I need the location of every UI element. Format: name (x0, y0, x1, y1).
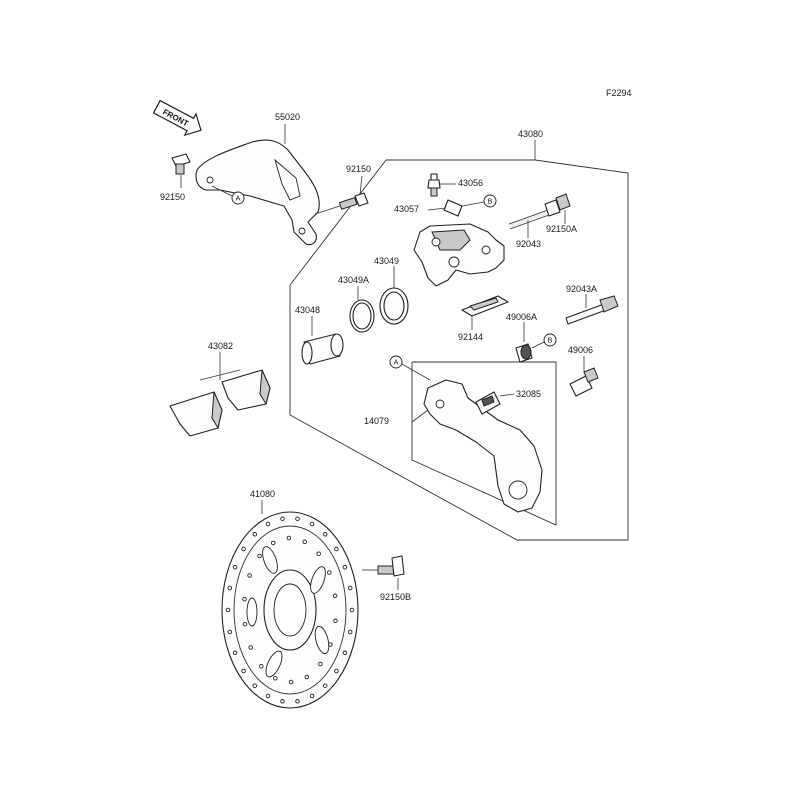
disc-drill-hole (334, 546, 339, 552)
pad-set-part (169, 352, 271, 437)
front-arrow-icon: FRONT (152, 99, 202, 137)
disc-drill-hole (332, 593, 338, 599)
disc-drill-hole (280, 699, 285, 704)
disc-drill-hole (248, 645, 253, 650)
label-41080: 41080 (250, 489, 275, 499)
disc-drill-hole (318, 661, 323, 667)
disc-drill-hole (334, 668, 339, 674)
disc-drill-hole (304, 674, 310, 680)
label-43080: 43080 (518, 129, 543, 139)
disc-drill-hole (265, 521, 271, 527)
disc-drill-hole (347, 629, 353, 635)
label-43049A: 43049A (338, 275, 369, 285)
disc-drill-hole (309, 521, 315, 527)
disc-drill-hole (273, 675, 278, 681)
disc-drill-hole (257, 553, 262, 559)
label-49006A: 49006A (506, 312, 537, 322)
disc-drill-hole (295, 516, 300, 521)
disc-drill-hole (295, 699, 300, 704)
disc-drill-hole (225, 607, 231, 613)
disc-drill-hole (241, 546, 246, 552)
label-92043A: 92043A (566, 284, 597, 294)
label-92144: 92144 (458, 332, 483, 342)
bolt-bracket-part (314, 175, 369, 215)
ref-b-side (543, 333, 557, 347)
disc-drill-hole (252, 532, 258, 537)
bracket-guard-part (195, 124, 320, 246)
disc-drill-hole (328, 642, 333, 647)
bleed-cap-part (427, 199, 463, 217)
caliper-body-part (413, 223, 505, 287)
disc-drill-hole (286, 535, 292, 541)
disc-drill-holes (225, 516, 355, 704)
label-43048: 43048 (295, 305, 320, 315)
disc-drill-hole (342, 564, 348, 570)
disc-drill-hole (342, 650, 348, 656)
boot-part (569, 356, 599, 397)
disc-drill-hole (316, 551, 321, 556)
disc-drill-hole (259, 664, 264, 669)
holder-subframe (411, 361, 557, 526)
ref-b-side-label: B (548, 338, 553, 345)
label-43057: 43057 (394, 204, 419, 214)
label-92150A: 92150A (546, 224, 577, 234)
disc-drill-hole (247, 573, 252, 578)
ref-a-bracket (231, 191, 245, 205)
disc-drill-hole (232, 650, 238, 656)
seal-outer-part (349, 286, 375, 333)
disc-drill-hole (347, 585, 353, 591)
ref-b-top-label: B (488, 199, 493, 206)
brake-disc-part (221, 500, 359, 709)
disc-drill-hole (333, 618, 338, 624)
label-43056: 43056 (458, 178, 483, 188)
disc-drill-hole (252, 683, 258, 688)
label-14079: 14079 (364, 416, 389, 426)
disc-bolt-part (362, 555, 405, 590)
label-92150-bracket: 92150 (346, 164, 371, 174)
disc-drill-hole (232, 564, 238, 570)
seal-inner-part (379, 266, 409, 325)
label-92043: 92043 (516, 239, 541, 249)
spring-clip-part (475, 391, 515, 415)
disc-drill-hole (227, 585, 233, 591)
disc-drill-hole (349, 607, 355, 613)
boot-a-part (515, 322, 533, 363)
disc-drill-hole (322, 532, 328, 537)
ref-a-bracket-label: A (236, 196, 241, 203)
label-55020: 55020 (275, 112, 300, 122)
label-92150B: 92150B (380, 592, 411, 602)
disc-drill-hole (227, 629, 233, 635)
disc-drill-hole (288, 679, 294, 685)
label-43049: 43049 (374, 256, 399, 266)
disc-drill-hole (280, 516, 285, 521)
bleed-valve-part (427, 173, 456, 197)
pin-a-part (565, 294, 619, 325)
caliper-assembly-frame (289, 140, 629, 541)
ref-b-top (483, 194, 497, 208)
label-43082: 43082 (208, 341, 233, 351)
piston-part (301, 316, 344, 365)
ref-a-holder (389, 355, 403, 369)
holder-part (411, 379, 543, 513)
disc-drill-hole (322, 683, 328, 688)
diagram-code: F2294 (606, 88, 632, 98)
pad-spring-part (461, 295, 509, 330)
disc-drill-hole (242, 621, 248, 627)
disc-drill-hole (241, 668, 246, 674)
label-32085: 32085 (516, 389, 541, 399)
ref-a-holder-label: A (394, 360, 399, 367)
disc-drill-hole (242, 596, 247, 602)
bolt-left-part (171, 153, 191, 188)
label-92150-left: 92150 (160, 192, 185, 202)
pin-plug-part (555, 193, 571, 224)
disc-drill-hole (327, 570, 332, 575)
disc-drill-hole (302, 539, 307, 545)
disc-drill-hole (270, 540, 276, 546)
disc-drill-hole (265, 693, 271, 699)
disc-drill-hole (309, 693, 315, 699)
label-49006: 49006 (568, 345, 593, 355)
pin-part (508, 199, 561, 238)
